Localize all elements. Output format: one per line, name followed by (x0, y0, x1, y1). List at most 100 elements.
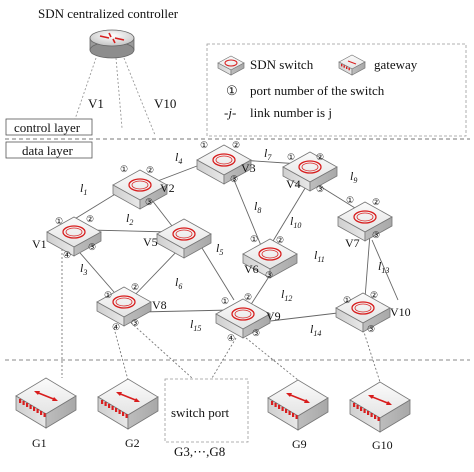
gateway-icon (15, 377, 77, 429)
switch-v4: ① ② ③ V4 (282, 151, 338, 194)
link-label-l2: l2 (126, 211, 133, 227)
port-label: ③ (252, 328, 260, 338)
legend-gateway-label: gateway (374, 57, 418, 72)
port-label: ④ (227, 333, 235, 343)
switch-label: V1 (32, 237, 47, 251)
switch-port-group: switch port G3,⋯,G8 (164, 378, 249, 459)
switch-v5: V5 (143, 218, 212, 259)
gateway-icon (267, 379, 329, 431)
port-label: ② (372, 197, 380, 207)
gateway-g10: G10 (349, 381, 411, 452)
port-label: ② (244, 292, 252, 302)
switch-port-box (164, 378, 249, 443)
port-label: ② (316, 152, 324, 162)
legend-port-text: port number of the switch (250, 83, 385, 98)
switch-label: V2 (160, 181, 175, 195)
gateway-label: G2 (125, 436, 140, 450)
link-label-l12: l12 (281, 287, 292, 303)
switch-v10: ① ② ③ V10 (335, 290, 411, 334)
port-label: ③ (88, 242, 96, 252)
gateway-icon (97, 378, 159, 430)
link-label-l14: l14 (310, 322, 321, 338)
control-links (71, 57, 156, 136)
legend-box (206, 43, 467, 137)
data-layer-box (5, 141, 93, 159)
switch-label: V4 (286, 177, 301, 191)
link-label-l4: l4 (175, 150, 182, 166)
switch-port-label: switch port (171, 405, 230, 420)
port-label: ① (287, 152, 295, 162)
switch-label: V8 (152, 298, 167, 312)
link-labels: l1 l2 l3 l4 l5 l6 l7 l8 l9 l10 l11 l12 l… (80, 146, 389, 338)
link-label-l3: l3 (80, 261, 87, 277)
port-label: ② (232, 140, 240, 150)
switch-v7: ① ② ③ V7 (337, 195, 393, 250)
data-layer-label: data layer (22, 143, 74, 158)
switch-v2: ① ② ③ V2 (112, 164, 175, 210)
port-label: ② (276, 235, 284, 245)
port-label: ③ (367, 324, 375, 334)
switch-label: V10 (390, 305, 411, 319)
port-label: ① (200, 140, 208, 150)
port-label: ① (346, 195, 354, 205)
port-label: ④ (63, 250, 71, 260)
legend-link-text: link number is j (250, 105, 332, 120)
legend-switch-label: SDN switch (250, 57, 314, 72)
link-label-l7: l7 (264, 146, 272, 162)
link-label-l15: l15 (190, 317, 201, 333)
port-label: ③ (265, 270, 273, 280)
gateway-icon (349, 381, 411, 433)
gateway-g1: G1 (15, 377, 77, 450)
port-label: ① (55, 216, 63, 226)
control-layer-box (5, 118, 93, 136)
port-label: ③ (131, 318, 139, 328)
switch-v9: ① ② ③ ④ V9 (215, 292, 281, 343)
link-label-l8: l8 (254, 199, 261, 215)
link-label-l10: l10 (290, 214, 301, 230)
controller-title: SDN centralized controller (38, 6, 179, 21)
port-label: ③ (316, 184, 324, 194)
legend: SDN switch gateway ① port number of the … (206, 43, 467, 137)
gateway-label: G10 (372, 438, 393, 452)
port-label: ③ (230, 174, 238, 184)
control-layer-label: control layer (14, 120, 81, 135)
switch-label: V6 (244, 262, 259, 276)
port-label: ③ (145, 197, 153, 207)
switch-port-gateways: G3,⋯,G8 (174, 444, 225, 459)
port-label: ① (250, 234, 258, 244)
switch-label: V7 (345, 236, 360, 250)
link-label-l6: l6 (175, 275, 182, 291)
link-label-l1: l1 (80, 181, 87, 197)
link-label-l5: l5 (216, 241, 223, 257)
link-label-l9: l9 (350, 169, 357, 185)
port-label: ① (343, 295, 351, 305)
control-link-v10: V10 (154, 96, 176, 111)
port-label: ② (86, 214, 94, 224)
legend-link-symbol: -j- (224, 105, 236, 120)
port-label: ② (146, 165, 154, 175)
switch-label: V5 (143, 235, 158, 249)
port-label: ③ (372, 230, 380, 240)
port-label: ④ (112, 322, 120, 332)
legend-port-symbol: ① (226, 83, 238, 98)
switch-v8: ① ② ③ ④ V8 (96, 282, 167, 332)
control-link-v1: V1 (88, 96, 104, 111)
gateway-g2: G2 (97, 378, 159, 450)
gateway-label: G9 (292, 437, 307, 451)
link-label-l13: l13 (378, 259, 389, 275)
port-label: ① (104, 290, 112, 300)
port-label: ② (370, 290, 378, 300)
switch-label: V3 (241, 161, 256, 175)
switch-v3: ① ② ③ V3 (196, 140, 256, 185)
link-label-l11: l11 (314, 248, 325, 264)
gateway-links (61, 245, 381, 383)
port-label: ① (221, 296, 229, 306)
switch-v1: ① ② ③ ④ V1 (32, 214, 102, 260)
switch-label: V9 (266, 309, 281, 323)
port-label: ① (120, 164, 128, 174)
switch-v6: ① ② ③ V6 (242, 234, 298, 280)
port-label: ② (131, 282, 139, 292)
router-icon (89, 29, 135, 59)
gateway-label: G1 (32, 436, 47, 450)
